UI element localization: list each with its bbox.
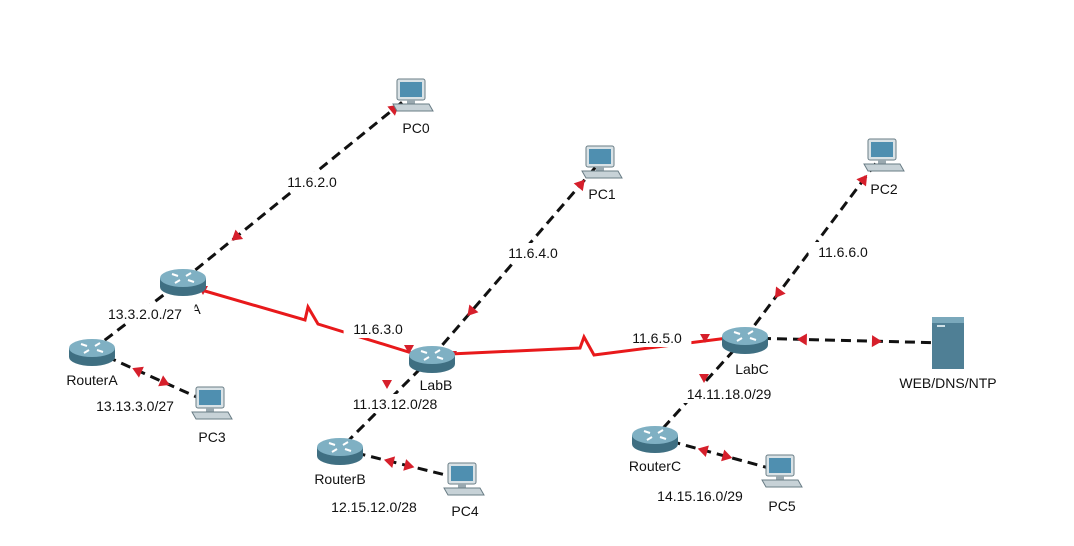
router-icon [316, 437, 364, 466]
network-label-n4: 11.6.3.0 [343, 319, 413, 338]
router-icon [68, 338, 116, 367]
router-icon [159, 268, 207, 297]
device-label-pc0: PC0 [402, 120, 429, 136]
pc-icon [863, 138, 905, 172]
pc-icon [761, 454, 803, 488]
serial-link-labb-labc [449, 333, 729, 357]
network-label-n8: 14.11.18.0/29 [675, 384, 783, 403]
port-status-marker [227, 229, 244, 246]
network-label-n6: 13.13.3.0/27 [85, 396, 185, 415]
label-background [320, 497, 428, 516]
device-pc4[interactable]: PC4 [443, 462, 485, 519]
port-status-marker [871, 335, 883, 348]
device-label-labc: LabC [735, 361, 768, 377]
device-label-pc2: PC2 [870, 181, 897, 197]
router-icon [631, 425, 679, 454]
label-background [343, 319, 413, 338]
pc-icon [443, 462, 485, 496]
network-address: 11.6.6.0 [818, 244, 868, 260]
port-status-marker [696, 442, 709, 458]
device-pc2[interactable]: PC2 [863, 138, 905, 197]
label-background [498, 243, 568, 262]
port-status-marker [770, 286, 786, 302]
device-server[interactable]: WEB/DNS/NTP [899, 317, 997, 391]
network-label-n5: 11.6.5.0 [622, 328, 692, 347]
network-label-n3: 13.3.2.0./27 [95, 304, 195, 323]
router-icon [408, 345, 456, 374]
server-icon [932, 317, 964, 369]
label-background [808, 242, 878, 261]
device-label-pc1: PC1 [588, 186, 615, 202]
port-status-marker [129, 362, 144, 378]
network-address: 12.15.12.0/28 [331, 499, 417, 515]
device-routerc[interactable]: RouterC [629, 425, 681, 474]
device-pc0[interactable]: PC0 [392, 78, 434, 136]
port-status-marker [404, 345, 414, 354]
label-background [341, 394, 449, 413]
network-address: 14.11.18.0/29 [687, 386, 772, 402]
device-labc[interactable]: LabC [721, 326, 769, 377]
port-status-marker [700, 334, 710, 343]
label-background [622, 328, 692, 347]
network-address: 14.15.16.0/29 [657, 488, 743, 504]
pc-icon [581, 145, 623, 179]
device-pc3[interactable]: PC3 [191, 386, 233, 445]
port-status-marker [403, 459, 416, 474]
port-status-marker [382, 453, 396, 469]
device-label-routerc: RouterC [629, 458, 681, 474]
device-label-pc4: PC4 [451, 503, 478, 519]
network-address: 13.3.2.0./27 [108, 306, 182, 322]
network-address: 11.6.2.0 [287, 174, 337, 190]
label-background [277, 172, 347, 191]
device-laba[interactable]: A [159, 268, 207, 317]
device-label-routerb: RouterB [314, 471, 365, 487]
port-status-marker [721, 449, 734, 464]
port-status-marker [699, 374, 709, 383]
device-pc1[interactable]: PC1 [581, 145, 623, 202]
label-background [646, 486, 754, 505]
port-status-marker [382, 380, 392, 389]
router-icon [721, 326, 769, 355]
device-label-routera: RouterA [66, 372, 118, 388]
network-label-n1: 11.6.4.0 [498, 243, 568, 262]
device-pc5[interactable]: PC5 [761, 454, 803, 514]
network-address: 13.13.3.0/27 [96, 398, 174, 414]
device-label-laba: A [191, 301, 201, 317]
device-labb[interactable]: LabB [408, 345, 456, 393]
network-address: 11.13.12.0/28 [353, 396, 438, 412]
network-address: 11.6.5.0 [632, 330, 682, 346]
device-routerb[interactable]: RouterB [314, 437, 366, 487]
network-label-n10: 14.15.16.0/29 [646, 486, 754, 505]
label-background [675, 384, 783, 403]
ethernet-link-labc-server [744, 336, 949, 345]
pc-icon [392, 78, 434, 112]
device-routera[interactable]: RouterA [66, 338, 118, 388]
device-label-pc3: PC3 [198, 429, 225, 445]
port-status-marker [158, 375, 173, 391]
label-background [85, 396, 185, 415]
network-label-n9: 12.15.12.0/28 [320, 497, 428, 516]
pc-icon [191, 386, 233, 420]
device-label-labb: LabB [420, 377, 453, 393]
label-background [95, 304, 195, 323]
device-label-pc5: PC5 [768, 498, 795, 514]
network-address: 11.6.4.0 [508, 245, 558, 261]
network-label-n0: 11.6.2.0 [277, 172, 347, 191]
network-label-n7: 11.13.12.0/28 [341, 394, 449, 413]
network-label-n2: 11.6.6.0 [808, 242, 878, 261]
port-status-marker [796, 333, 807, 346]
device-label-server: WEB/DNS/NTP [899, 375, 996, 391]
network-address: 11.6.3.0 [353, 321, 403, 337]
